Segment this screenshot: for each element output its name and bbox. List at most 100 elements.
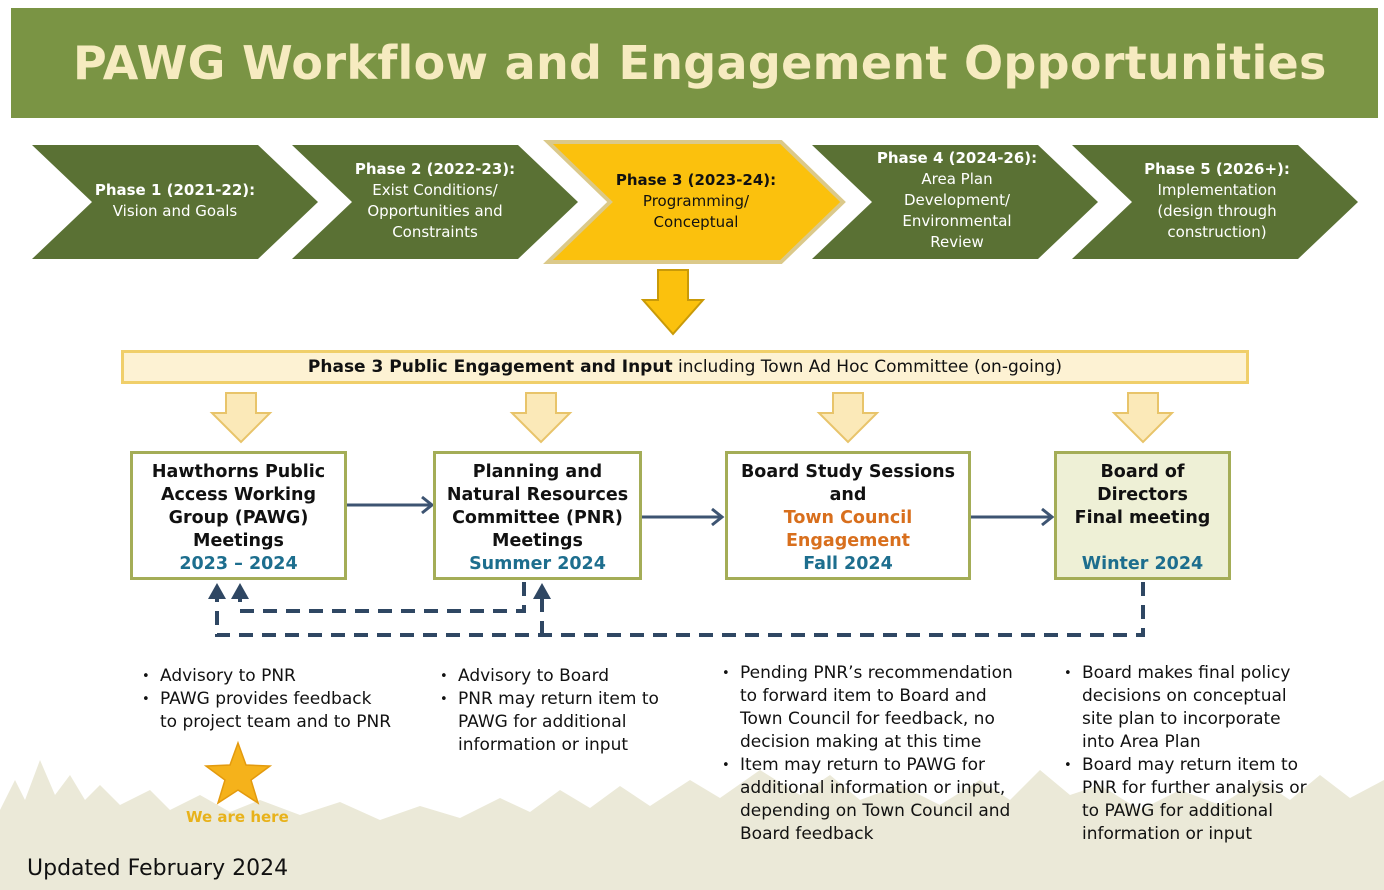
forest-background	[0, 760, 1384, 890]
box-date: Winter 2024	[1081, 554, 1204, 574]
bullet-line: information or input	[1082, 824, 1253, 844]
bullet-line: decisions on conceptual	[1082, 686, 1287, 706]
phase-5-heading: Phase 5 (2026+):	[1144, 160, 1290, 178]
box-date: 2023 – 2024	[179, 554, 298, 574]
board-final-meeting-box: Board of Directors Final meeting Winter …	[1054, 451, 1231, 580]
box-line: Natural Resources	[446, 485, 629, 505]
phase-5-label: Phase 5 (2026+): Implementation (design …	[1122, 159, 1312, 243]
phase-3-label: Phase 3 (2023-24): Programming/ Conceptu…	[603, 170, 789, 233]
bullet-line: Advisory to PNR	[160, 666, 296, 686]
bullet-line: to forward item to Board and	[740, 686, 987, 706]
updated-date: Updated February 2024	[27, 856, 289, 881]
bullet-item: •Advisory to Board	[440, 666, 610, 686]
engagement-down-arrow	[509, 392, 573, 444]
board-study-sessions-box: Board Study Sessions and Town Council En…	[725, 451, 971, 580]
box-spacer	[1057, 530, 1228, 553]
box-line: Board Study Sessions	[740, 462, 956, 482]
flow-arrow-head	[1041, 507, 1055, 527]
box-line: Directors	[1097, 485, 1188, 505]
box-date: Fall 2024	[803, 554, 893, 574]
bullet-line: additional information or input,	[740, 778, 1006, 798]
star-icon	[203, 740, 273, 805]
banner-bold-text: Phase 3 Public Engagement and Input	[307, 357, 673, 377]
bullet-line: to project team and to PNR	[160, 712, 392, 732]
bullet-line: information or input	[458, 735, 629, 755]
box-line: Meetings	[492, 531, 583, 551]
page-title: PAWG Workflow and Engagement Opportuniti…	[73, 36, 1327, 90]
bullet-line: PAWG provides feedback	[160, 689, 372, 709]
engagement-down-arrow	[209, 392, 273, 444]
phase-2-label: Phase 2 (2022-23): Exist Conditions/ Opp…	[342, 159, 528, 243]
phase-4-line: Environmental	[902, 212, 1012, 230]
phase-1-heading: Phase 1 (2021-22):	[94, 181, 256, 199]
bullet-line: Town Council for feedback, no	[740, 709, 995, 729]
phase-2-line: Exist Conditions/	[372, 181, 498, 199]
box-line: Meetings	[193, 531, 284, 551]
box-line: Committee (PNR)	[452, 508, 623, 528]
phase-1-chevron	[32, 145, 318, 259]
flow-arrow-head	[421, 495, 435, 515]
phase-4-line: Review	[930, 233, 984, 251]
phase-5-line: Implementation	[1157, 181, 1277, 199]
title-bar: PAWG Workflow and Engagement Opportuniti…	[11, 8, 1378, 118]
phase-4-chevron	[812, 145, 1098, 259]
flow-arrow-head	[711, 507, 725, 527]
phase-3-chevron	[543, 140, 846, 264]
box-line: Planning and	[472, 462, 603, 482]
phase-2-line: Constraints	[392, 223, 478, 241]
pnr-meetings-box: Planning and Natural Resources Committee…	[433, 451, 642, 580]
phase-3-line: Programming/	[642, 192, 750, 210]
phase-chevrons	[32, 140, 1358, 264]
phase-4-label: Phase 4 (2024-26): Area Plan Development…	[862, 148, 1052, 253]
phase-3-engagement-banner: Phase 3 Public Engagement and Input incl…	[121, 350, 1249, 384]
pawg-meetings-box: Hawthorns Public Access Working Group (P…	[130, 451, 347, 580]
phase-3-down-arrow	[640, 269, 706, 336]
we-are-here-label: We are here	[186, 808, 289, 826]
bullet-item: •Advisory to PNR	[142, 666, 296, 686]
bullet-line: Pending PNR’s recommendation	[740, 663, 1013, 683]
phase-5-line: (design through	[1157, 202, 1277, 220]
feedback-loop-board-to-pawg	[215, 582, 1145, 637]
feedback-arrow-head	[533, 583, 551, 599]
box-orange-line: Engagement	[785, 531, 911, 551]
bullet-line: Board makes final policy	[1082, 663, 1291, 683]
box-line: and	[829, 485, 867, 505]
phase-5-line: construction)	[1167, 223, 1267, 241]
phase-3-heading: Phase 3 (2023-24):	[615, 171, 777, 189]
box-date: Summer 2024	[469, 554, 606, 574]
bullet-line: depending on Town Council and	[740, 801, 1011, 821]
phase-2-heading: Phase 2 (2022-23):	[354, 160, 516, 178]
phase-3-line: Conceptual	[653, 213, 739, 231]
bullet-line: PAWG for additional	[458, 712, 627, 732]
phase-4-line: Development/	[903, 191, 1011, 209]
bullet-line: decision making at this time	[740, 732, 982, 752]
box-orange-line: Town Council	[783, 508, 913, 528]
phase-1-line: Vision and Goals	[112, 202, 238, 220]
box-line: Group (PAWG)	[168, 508, 309, 528]
phase-4-line: Area Plan	[921, 170, 993, 188]
bullet-line: PNR for further analysis or	[1082, 778, 1307, 798]
bullet-line: into Area Plan	[1082, 732, 1201, 752]
feedback-loop-pnr-to-pawg	[238, 582, 526, 613]
bullet-line: PNR may return item to	[458, 689, 659, 709]
pnr-bullet-list: •Advisory to Board •PNR may return item …	[440, 665, 659, 757]
bullet-line: Board may return item to	[1082, 755, 1299, 775]
phase-2-line: Opportunities and	[367, 202, 503, 220]
feedback-arrow-head	[231, 583, 249, 599]
banner-text: including Town Ad Hoc Committee (on-goin…	[672, 357, 1063, 377]
phase-1-label: Phase 1 (2021-22): Vision and Goals	[82, 180, 268, 222]
bullet-line: Advisory to Board	[458, 666, 610, 686]
bullet-line: to PAWG for additional	[1082, 801, 1273, 821]
bullet-line: Board feedback	[740, 824, 874, 844]
phase-5-chevron	[1072, 145, 1358, 259]
engagement-down-arrow	[1111, 392, 1175, 444]
